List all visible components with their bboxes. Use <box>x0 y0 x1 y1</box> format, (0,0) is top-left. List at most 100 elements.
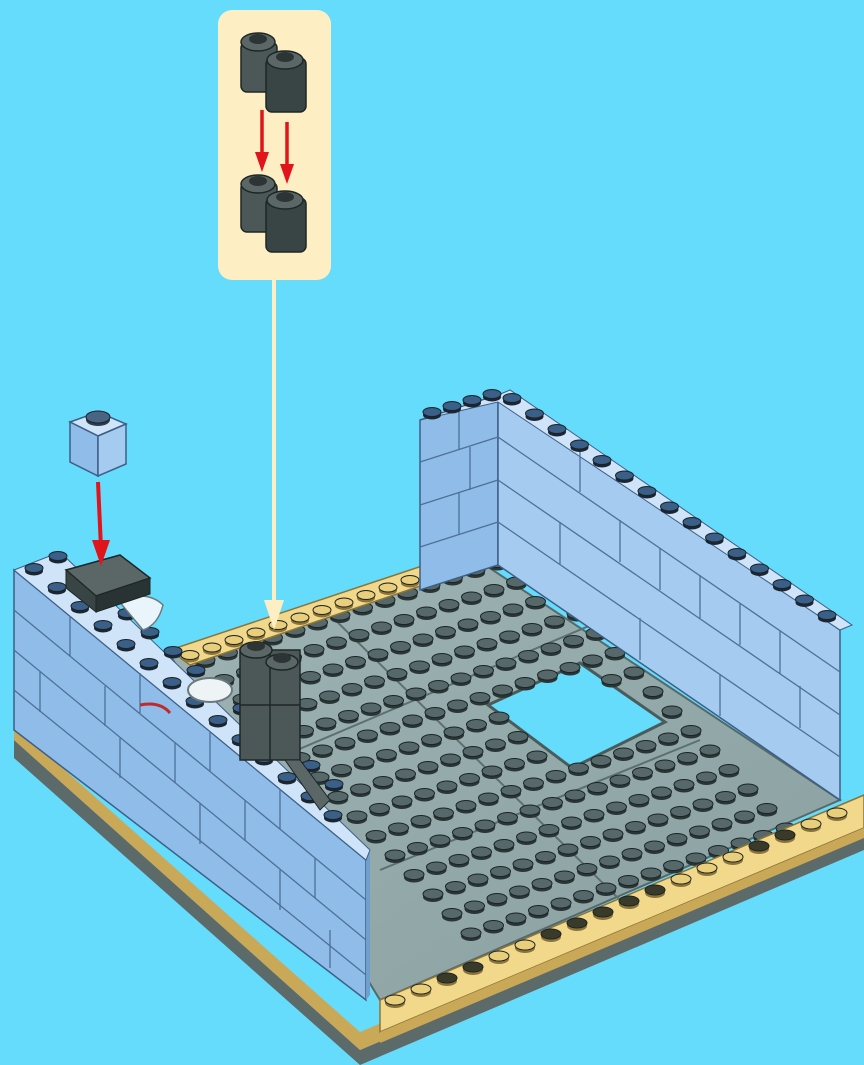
stud <box>335 738 355 748</box>
stud <box>328 792 348 802</box>
stud <box>349 630 369 640</box>
stud <box>671 807 691 817</box>
stud <box>555 871 575 881</box>
stud <box>581 837 601 847</box>
stud <box>368 649 388 659</box>
stud <box>796 595 814 604</box>
stud <box>526 597 546 607</box>
stud <box>339 711 359 721</box>
stud <box>610 775 630 785</box>
stud <box>503 604 523 614</box>
stud <box>427 862 447 872</box>
stud <box>659 733 679 743</box>
stud <box>519 651 539 661</box>
stud <box>560 663 580 673</box>
stud <box>415 789 435 799</box>
stud <box>505 759 525 769</box>
stud <box>392 796 412 806</box>
stud <box>529 906 549 916</box>
stud <box>775 830 795 840</box>
stud <box>455 646 475 656</box>
stud <box>164 647 182 656</box>
stud <box>418 762 438 772</box>
stud <box>325 780 343 789</box>
stud <box>449 855 469 865</box>
stud <box>652 787 672 797</box>
stud <box>619 896 639 906</box>
stud <box>546 771 566 781</box>
stud <box>700 745 720 755</box>
stud <box>432 654 452 664</box>
stud <box>506 913 526 923</box>
stud <box>380 723 400 733</box>
stud <box>422 735 442 745</box>
stud <box>408 843 428 853</box>
stud <box>456 801 476 811</box>
stud <box>564 636 584 646</box>
stud <box>527 751 547 761</box>
stud <box>538 670 558 680</box>
stud <box>532 879 552 889</box>
stud <box>661 502 679 511</box>
stud <box>493 685 513 695</box>
stud <box>417 607 437 617</box>
stud <box>515 940 535 950</box>
stud <box>225 636 243 645</box>
stud <box>706 533 724 542</box>
stud <box>683 518 701 527</box>
light-blue-brick-1x1 <box>70 411 126 476</box>
stud <box>484 585 504 595</box>
stud <box>728 549 746 558</box>
stud <box>441 754 461 764</box>
stud <box>463 747 483 757</box>
stud <box>373 777 393 787</box>
stud <box>403 715 423 725</box>
stud <box>818 611 836 620</box>
stud <box>401 576 419 585</box>
stud <box>472 847 492 857</box>
stud <box>439 600 459 610</box>
stud <box>163 678 181 687</box>
stud <box>562 817 582 827</box>
stud <box>712 819 732 829</box>
stud <box>487 894 507 904</box>
stud <box>645 841 665 851</box>
stud <box>425 708 445 718</box>
stud <box>716 792 736 802</box>
stud <box>278 773 296 782</box>
stud <box>477 639 497 649</box>
stud <box>498 813 518 823</box>
stud <box>541 643 561 653</box>
stud <box>448 700 468 710</box>
stud <box>489 951 509 961</box>
stud <box>446 882 466 892</box>
stud <box>347 811 367 821</box>
stud <box>690 826 710 836</box>
stud <box>304 645 324 655</box>
stud <box>486 739 506 749</box>
stud <box>735 811 755 821</box>
stud <box>117 640 135 649</box>
stud <box>749 841 769 851</box>
stud <box>404 870 424 880</box>
stud <box>757 804 777 814</box>
callout-leader-arrow <box>264 280 284 630</box>
stud <box>645 885 665 895</box>
sub-assembly-callout <box>218 10 331 280</box>
stud <box>323 664 343 674</box>
stud <box>508 732 528 742</box>
stud <box>633 768 653 778</box>
stud <box>569 763 589 773</box>
stud <box>436 627 456 637</box>
stud <box>394 615 414 625</box>
stud <box>468 874 488 884</box>
stud <box>496 658 516 668</box>
stud <box>462 592 482 602</box>
stud <box>539 825 559 835</box>
stud <box>638 487 656 496</box>
stud <box>351 784 371 794</box>
stud <box>671 874 691 884</box>
stud <box>593 456 611 465</box>
